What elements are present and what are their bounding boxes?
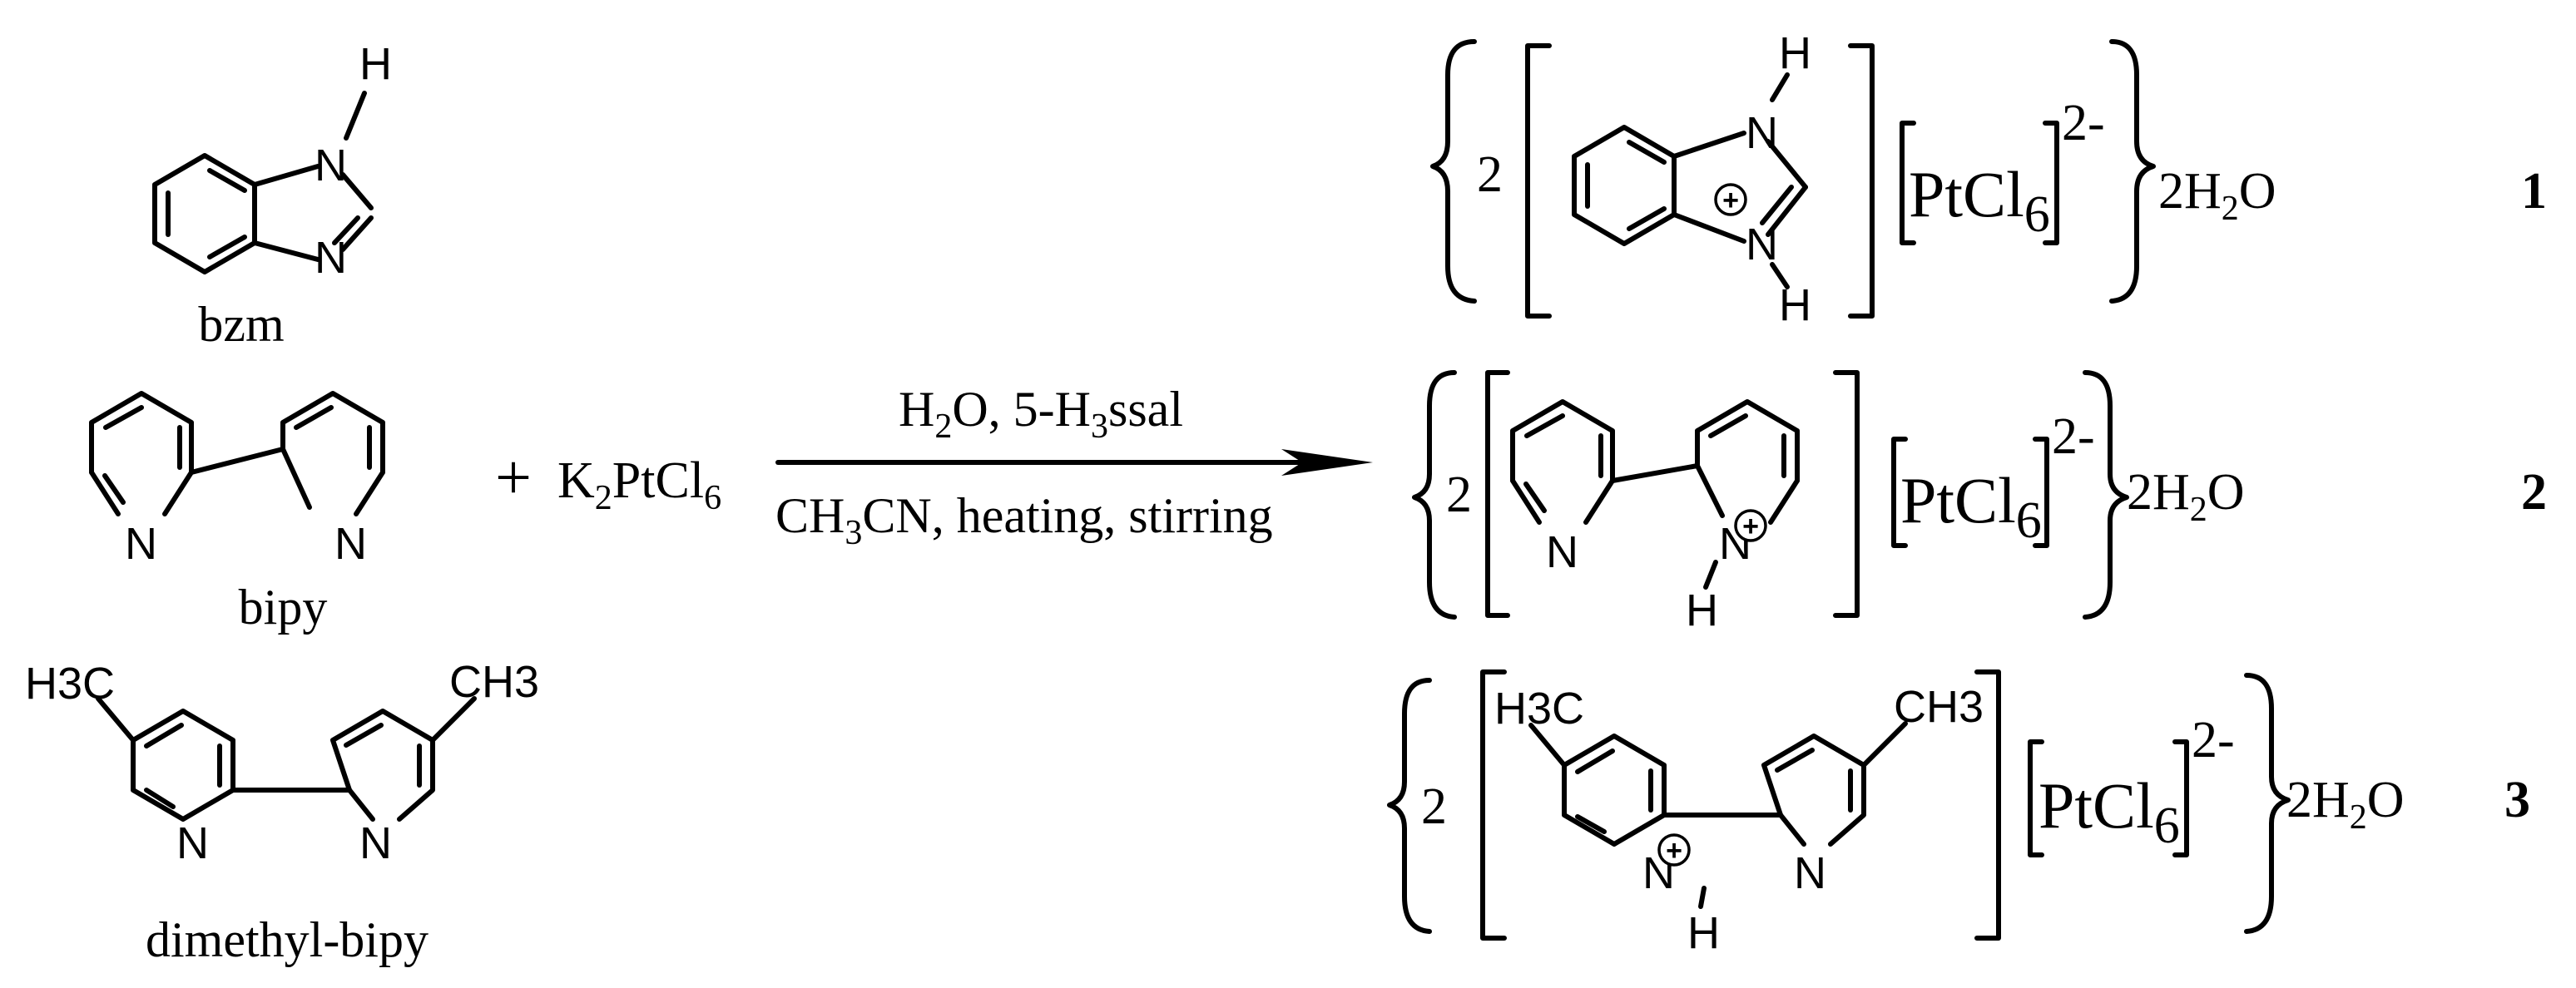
atom-label: H (1687, 908, 1720, 958)
anion-charge: 2- (2062, 95, 2105, 151)
atom-label: N (315, 141, 347, 190)
atom-label: H3C (25, 659, 115, 709)
anion-charge: 2- (2192, 712, 2235, 768)
product-1: 2 N H N H + PtCl6 2- 2H2O 1 (1430, 28, 2547, 330)
atom-label: H (1779, 28, 1811, 78)
atom-label: N (334, 519, 367, 569)
plus-charge-icon (1714, 183, 1747, 216)
charge-symbol: + (1722, 185, 1739, 216)
atom-label: N (125, 519, 157, 569)
conditions-top: H2O, 5-H3ssal (899, 382, 1183, 446)
dimethyl-bipy-label: dimethyl-bipy (146, 912, 429, 967)
plus-charge-icon (1734, 509, 1767, 542)
atom-label: CH3 (449, 657, 539, 707)
reagent-k2ptcl6: K2PtCl6 (557, 452, 721, 517)
coefficient: 2 (1477, 146, 1503, 203)
plus-sign: + (495, 441, 532, 513)
bzm-label: bzm (198, 297, 284, 352)
compound-number: 1 (2521, 163, 2547, 220)
atom-label: N (1746, 108, 1778, 158)
atom-label: H (1779, 280, 1811, 330)
dimethyl-bipy-structure: H3C CH3 N N (25, 657, 539, 868)
anion-charge: 2- (2052, 408, 2095, 465)
bzm-structure: N H N (152, 39, 392, 283)
anion-label: PtCl6 (1909, 158, 2050, 243)
anion-label: PtCl6 (1900, 464, 2042, 549)
atom-label: H (359, 39, 392, 89)
product-2: 2 N N H + PtCl6 2- 2H2O 2 (1412, 370, 2547, 635)
atom-label: N (1794, 848, 1826, 898)
conditions-bottom: CH3CN, heating, stirring (775, 488, 1273, 552)
coefficient: 2 (1421, 778, 1447, 835)
water-label: 2H2O (2158, 163, 2276, 228)
compound-number: 2 (2521, 464, 2547, 521)
atom-label: CH3 (1894, 682, 1984, 732)
charge-symbol: + (1742, 511, 1759, 542)
plus-charge-icon (1657, 833, 1691, 867)
atom-label: N (1746, 220, 1778, 269)
bipy-label: bipy (239, 580, 328, 635)
atom-label: N (176, 818, 209, 868)
compound-number: 3 (2504, 772, 2530, 828)
product-3: 2 H3C CH3 N N H + PtCl6 2- 2H2O 3 (1387, 669, 2530, 958)
atom-label: N (359, 818, 392, 868)
anion-label: PtCl6 (2039, 769, 2180, 854)
reaction-arrow-head (1281, 449, 1373, 476)
atom-label: H (1686, 585, 1718, 635)
water-label: 2H2O (2127, 464, 2245, 529)
bipy-structure: N N (89, 391, 385, 569)
coefficient: 2 (1446, 467, 1472, 523)
atom-label: H3C (1494, 684, 1584, 734)
charge-symbol: + (1666, 835, 1682, 867)
atom-label: N (315, 233, 347, 283)
atom-label: N (1546, 527, 1578, 577)
water-label: 2H2O (2286, 772, 2405, 837)
